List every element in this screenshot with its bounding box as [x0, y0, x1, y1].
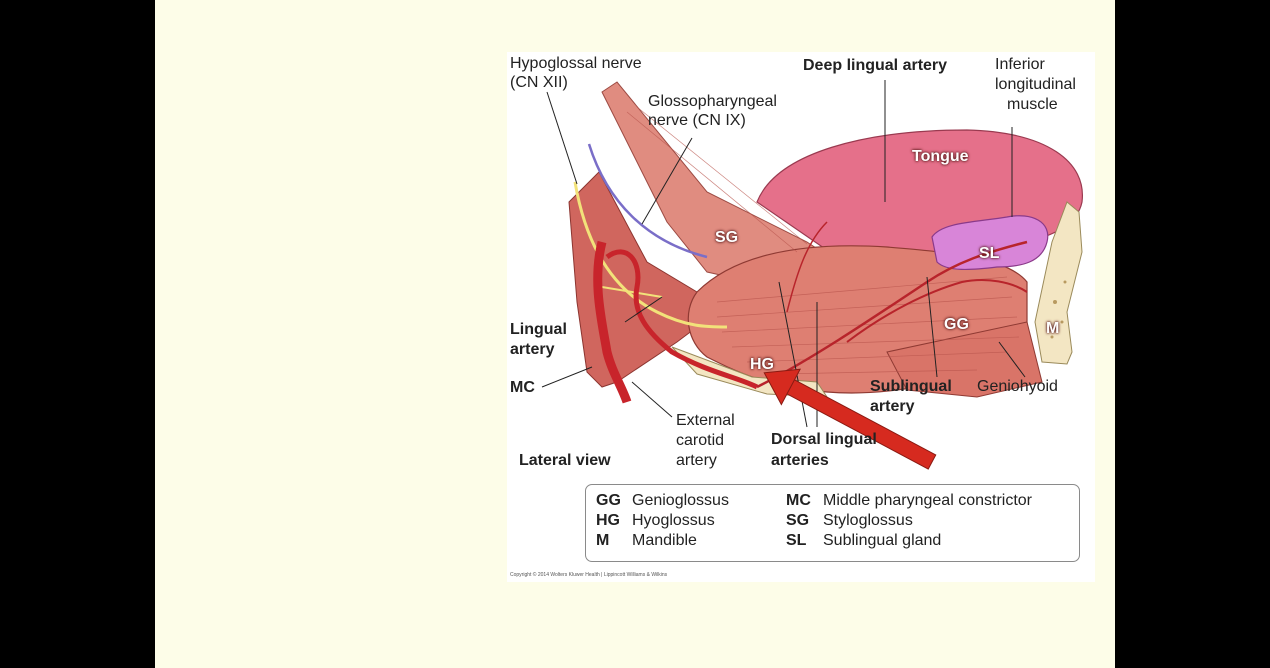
- inferior-longitudinal-label-2: longitudinal: [995, 76, 1076, 93]
- pointer-arrow: [763, 368, 937, 470]
- hypoglossal-nerve-label: Hypoglossal nerve: [510, 55, 642, 72]
- legend-abbr: SL: [786, 532, 807, 549]
- glossopharyngeal-nerve-label-1: Glossopharyngeal: [648, 93, 777, 110]
- legend-item-gg: GG Genioglossus: [596, 491, 729, 511]
- legend-item-m: M Mandible: [596, 531, 697, 551]
- dorsal-lingual-artery-path: [786, 221, 828, 313]
- sl-label: SL: [979, 245, 1000, 262]
- hypoglossal-nerve-branch: [601, 286, 663, 298]
- hg-label: HG: [750, 356, 774, 373]
- dorsal-lingual-label-2: arteries: [771, 452, 829, 469]
- bone-texture: [1050, 280, 1067, 339]
- inferior-longitudinal-label-3: muscle: [1007, 96, 1058, 113]
- legend-full: Mandible: [632, 532, 697, 549]
- sublingual-gland-shape: [931, 215, 1049, 271]
- legend-full: Genioglossus: [632, 492, 729, 509]
- external-carotid-label-3: artery: [676, 452, 717, 469]
- legend-abbr: SG: [786, 512, 810, 529]
- mandible-shape: [1034, 201, 1083, 365]
- anatomy-illustration: [541, 80, 1083, 470]
- sublingual-artery-path: [846, 279, 1028, 343]
- abbreviation-legend: GG Genioglossus HG Hyoglossus M Mandible MC…: [585, 484, 1080, 562]
- inferior-longitudinal-label-1: Inferior: [995, 56, 1045, 73]
- hypoglossal-nerve-cn-label: (CN XII): [510, 74, 568, 91]
- lateral-view-label: Lateral view: [519, 452, 611, 469]
- sg-label: SG: [715, 229, 739, 246]
- legend-item-sl: SL Sublingual gland: [786, 531, 941, 551]
- lingual-artery-label-1: Lingual: [510, 321, 567, 338]
- legend-abbr: M: [596, 532, 610, 549]
- legend-item-mc: MC Middle pharyngeal constrictor: [786, 491, 1032, 511]
- glossopharyngeal-nerve-label-2: nerve (CN IX): [648, 112, 746, 129]
- gg-label: GG: [944, 316, 969, 333]
- tongue-label: Tongue: [912, 148, 969, 165]
- legend-full: Styloglossus: [823, 512, 913, 529]
- geniohyoid-label: Geniohyoid: [977, 378, 1058, 395]
- geniohyoid-shape: [886, 321, 1043, 398]
- lingual-artery-path: [605, 249, 759, 390]
- external-carotid-artery-path: [593, 240, 632, 404]
- copyright-notice: Copyright © 2014 Wolters Kluwer Health |…: [510, 572, 668, 578]
- legend-item-hg: HG Hyoglossus: [596, 511, 715, 531]
- sublingual-artery-label-1: Sublingual: [870, 378, 952, 395]
- external-carotid-label-1: External: [676, 412, 735, 429]
- external-carotid-label-2: carotid: [676, 432, 725, 449]
- legend-item-sg: SG Styloglossus: [786, 511, 913, 531]
- tongue-anatomy-figure: Hypoglossal nerve (CN XII) Glossopharyng…: [507, 52, 1095, 582]
- legend-abbr: MC: [786, 492, 811, 509]
- legend-full: Sublingual gland: [823, 532, 942, 549]
- leader-lines: [541, 80, 1026, 428]
- mc-label: MC: [510, 379, 535, 396]
- legend-abbr: HG: [596, 512, 620, 529]
- deep-lingual-artery-label: Deep lingual artery: [803, 57, 948, 74]
- lingual-artery-label-2: artery: [510, 341, 555, 358]
- legend-abbr: GG: [596, 492, 621, 509]
- muscle-striations: [626, 106, 1020, 375]
- legend-full: Hyoglossus: [632, 512, 715, 529]
- legend-full: Middle pharyngeal constrictor: [823, 492, 1032, 509]
- sublingual-artery-label-2: artery: [870, 398, 915, 415]
- m-label: M: [1046, 320, 1060, 337]
- deep-lingual-artery-path: [756, 240, 1028, 389]
- dorsal-lingual-label-1: Dorsal lingual: [771, 431, 877, 448]
- glossopharyngeal-nerve-path: [587, 143, 708, 259]
